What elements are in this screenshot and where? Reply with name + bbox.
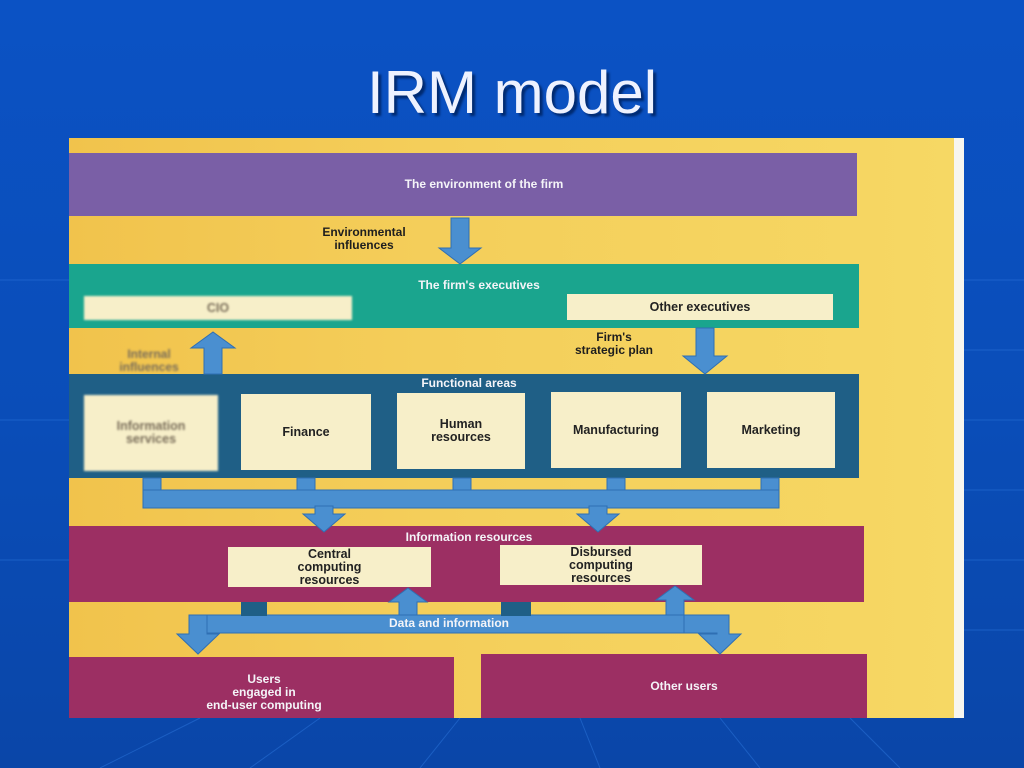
environmental-influences-label: Environmental influences xyxy=(322,225,406,252)
other-users-label: Other users xyxy=(650,679,718,693)
strategic-plan-arrow xyxy=(681,327,729,375)
strategic-plan-label: Firm's strategic plan xyxy=(574,330,654,357)
environment-band xyxy=(69,153,857,216)
internal-influence-arrow xyxy=(189,331,237,375)
functional-area-information-services: Information services xyxy=(84,395,218,471)
functional-area-marketing: Marketing xyxy=(707,392,835,468)
cio-box: CIO xyxy=(84,296,352,320)
irm-diagram: The environment of the firm The firm's e… xyxy=(69,138,964,718)
other-executives-box: Other executives xyxy=(567,294,833,320)
figure-edge xyxy=(954,138,964,718)
data-and-information-label: Data and information xyxy=(388,616,509,630)
functional-areas-label: Functional areas xyxy=(421,376,517,390)
to-other-users-arrow xyxy=(683,614,743,655)
end-user-label: Users engaged in end-user computing xyxy=(206,672,322,712)
end-user-band xyxy=(69,657,454,718)
central-computing-resources-box: Central computing resources xyxy=(228,547,431,587)
data-to-central-arrow xyxy=(387,587,429,616)
to-disbursed-arrow xyxy=(575,505,621,533)
information-resources-band xyxy=(69,526,864,602)
to-central-arrow xyxy=(301,505,347,533)
to-end-users-arrow xyxy=(175,614,221,655)
slide-title: IRM model xyxy=(366,59,658,126)
information-resources-label: Information resources xyxy=(405,530,533,544)
environmental-influence-arrow xyxy=(437,217,483,265)
environment-label: The environment of the firm xyxy=(404,177,564,191)
other-users-band xyxy=(481,654,867,718)
flow-arrows xyxy=(142,217,780,655)
data-to-disbursed-arrow xyxy=(654,585,696,616)
functional-area-manufacturing: Manufacturing xyxy=(551,392,681,468)
functional-area-finance: Finance xyxy=(241,394,371,470)
internal-influences-label: Internal influences xyxy=(119,347,179,374)
executives-label: The firm's executives xyxy=(418,278,540,292)
functional-area-human-resources: Human resources xyxy=(397,393,525,469)
disbursed-computing-resources-box: Disbursed computing resources xyxy=(500,545,702,585)
